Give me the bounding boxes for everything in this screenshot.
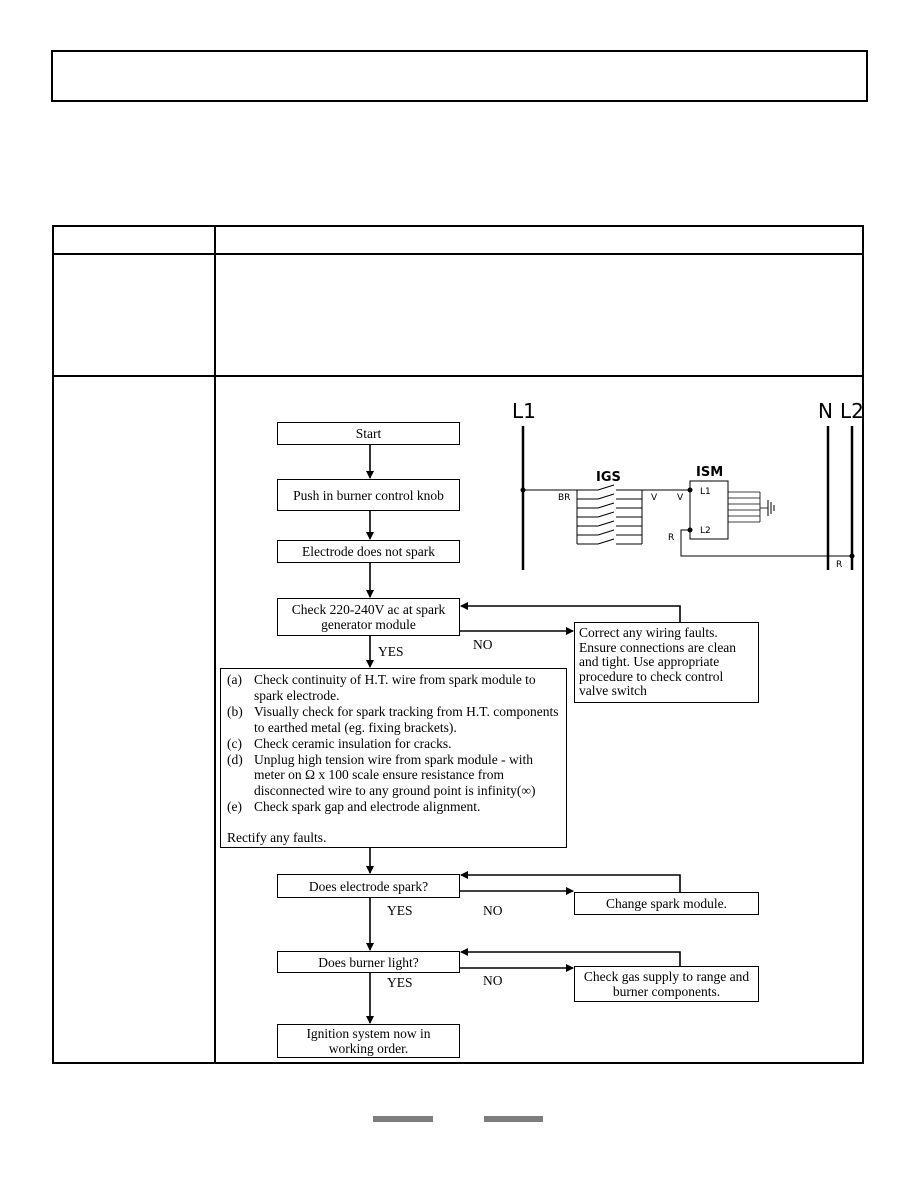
label-n: N <box>818 399 833 423</box>
igs-switch-bank <box>576 484 643 545</box>
flow-push-knob-text: Push in burner control knob <box>293 487 444 503</box>
label-wire-br: BR <box>558 493 570 503</box>
flow-check-voltage-text: Check 220-240V ac at spark generator mod… <box>291 602 446 632</box>
footer-bar-left <box>373 1116 433 1122</box>
flow-correct-wiring-text: Correct any wiring faults. Ensure connec… <box>579 625 737 698</box>
flow-check-voltage-box: Check 220-240V ac at spark generator mod… <box>277 598 460 636</box>
flow-checks-box: (a)Check continuity of H.T. wire from sp… <box>220 668 567 848</box>
arrow-gas-return <box>460 948 681 966</box>
label-wire-r-1: R <box>668 533 674 543</box>
label-yes-2: YES <box>387 903 413 918</box>
flow-check-gas-box: Check gas supply to range and burner com… <box>574 966 759 1002</box>
table-header-divider <box>54 253 862 255</box>
label-wire-r-2: R <box>836 560 842 570</box>
label-yes-3: YES <box>387 975 413 990</box>
check-item-e: (e)Check spark gap and electrode alignme… <box>227 799 481 815</box>
page-title-box <box>51 50 868 102</box>
check-item-a: (a)Check continuity of H.T. wire from sp… <box>227 672 536 703</box>
label-ism: ISM <box>696 465 723 480</box>
flow-no-spark-box: Electrode does not spark <box>277 540 460 563</box>
flow-no-spark-text: Electrode does not spark <box>301 544 436 559</box>
label-no-2: NO <box>483 903 503 918</box>
footer-bar-right <box>484 1116 543 1122</box>
junction-ism-l1 <box>687 487 693 493</box>
flow-does-light-text: Does burner light? <box>318 954 419 970</box>
flow-correct-wiring-box: Correct any wiring faults. Ensure connec… <box>574 622 759 703</box>
check-item-b: (b)Visually check for spark tracking fro… <box>227 703 559 735</box>
arrow-change-return <box>460 871 681 892</box>
check-rectify: Rectify any faults. <box>227 830 327 846</box>
flow-working-order-box: Ignition system now in working order. <box>277 1024 460 1058</box>
flow-start-box: Start <box>277 422 460 445</box>
flow-change-module-box: Change spark module. <box>574 892 759 915</box>
check-item-c: (c)Check ceramic insulation for cracks. <box>227 735 452 751</box>
arrow-wiring-return <box>460 602 681 622</box>
label-ism-l2: L2 <box>700 526 711 536</box>
check-item-d: (d)Unplug high tension wire from spark m… <box>227 751 536 799</box>
flow-working-order-text: Ignition system now in working order. <box>306 1026 431 1056</box>
flow-check-gas-text: Check gas supply to range and burner com… <box>583 969 750 999</box>
flow-push-knob-box: Push in burner control knob <box>277 479 460 511</box>
label-yes-1: YES <box>378 644 404 659</box>
table-row-divider <box>54 375 862 377</box>
label-igs: IGS <box>596 470 621 485</box>
table-column-divider <box>214 227 216 1062</box>
label-ism-l1: L1 <box>700 487 711 497</box>
junction-l2 <box>849 553 855 559</box>
label-wire-v-1: V <box>651 493 658 503</box>
flow-does-light-box: Does burner light? <box>277 951 460 973</box>
flow-does-spark-box: Does electrode spark? <box>277 874 460 898</box>
diagnostic-table <box>52 225 864 1064</box>
ground-icon <box>767 500 775 516</box>
label-l2: L2 <box>840 399 864 423</box>
label-no-1: NO <box>473 637 493 652</box>
junction-ism-l2 <box>687 527 693 533</box>
flow-does-spark-text: Does electrode spark? <box>308 878 429 894</box>
label-no-3: NO <box>483 973 503 988</box>
label-wire-v-2: V <box>677 493 684 503</box>
flow-start-text: Start <box>355 426 382 441</box>
label-l1: L1 <box>512 399 536 423</box>
wire-r <box>680 529 852 557</box>
ism-output-leads <box>728 491 768 523</box>
flow-change-module-text: Change spark module. <box>605 896 728 911</box>
junction-l1 <box>520 487 526 493</box>
